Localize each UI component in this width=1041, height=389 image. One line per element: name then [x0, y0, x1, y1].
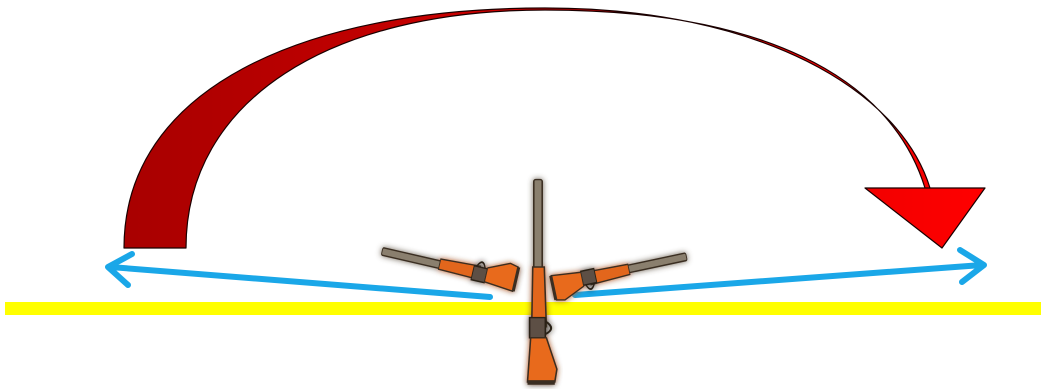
- right-double-arrow-icon: [575, 250, 984, 295]
- rifle-left-icon: [380, 235, 521, 292]
- curved-arrow-icon: [124, 8, 985, 248]
- ground-line: [5, 302, 1041, 315]
